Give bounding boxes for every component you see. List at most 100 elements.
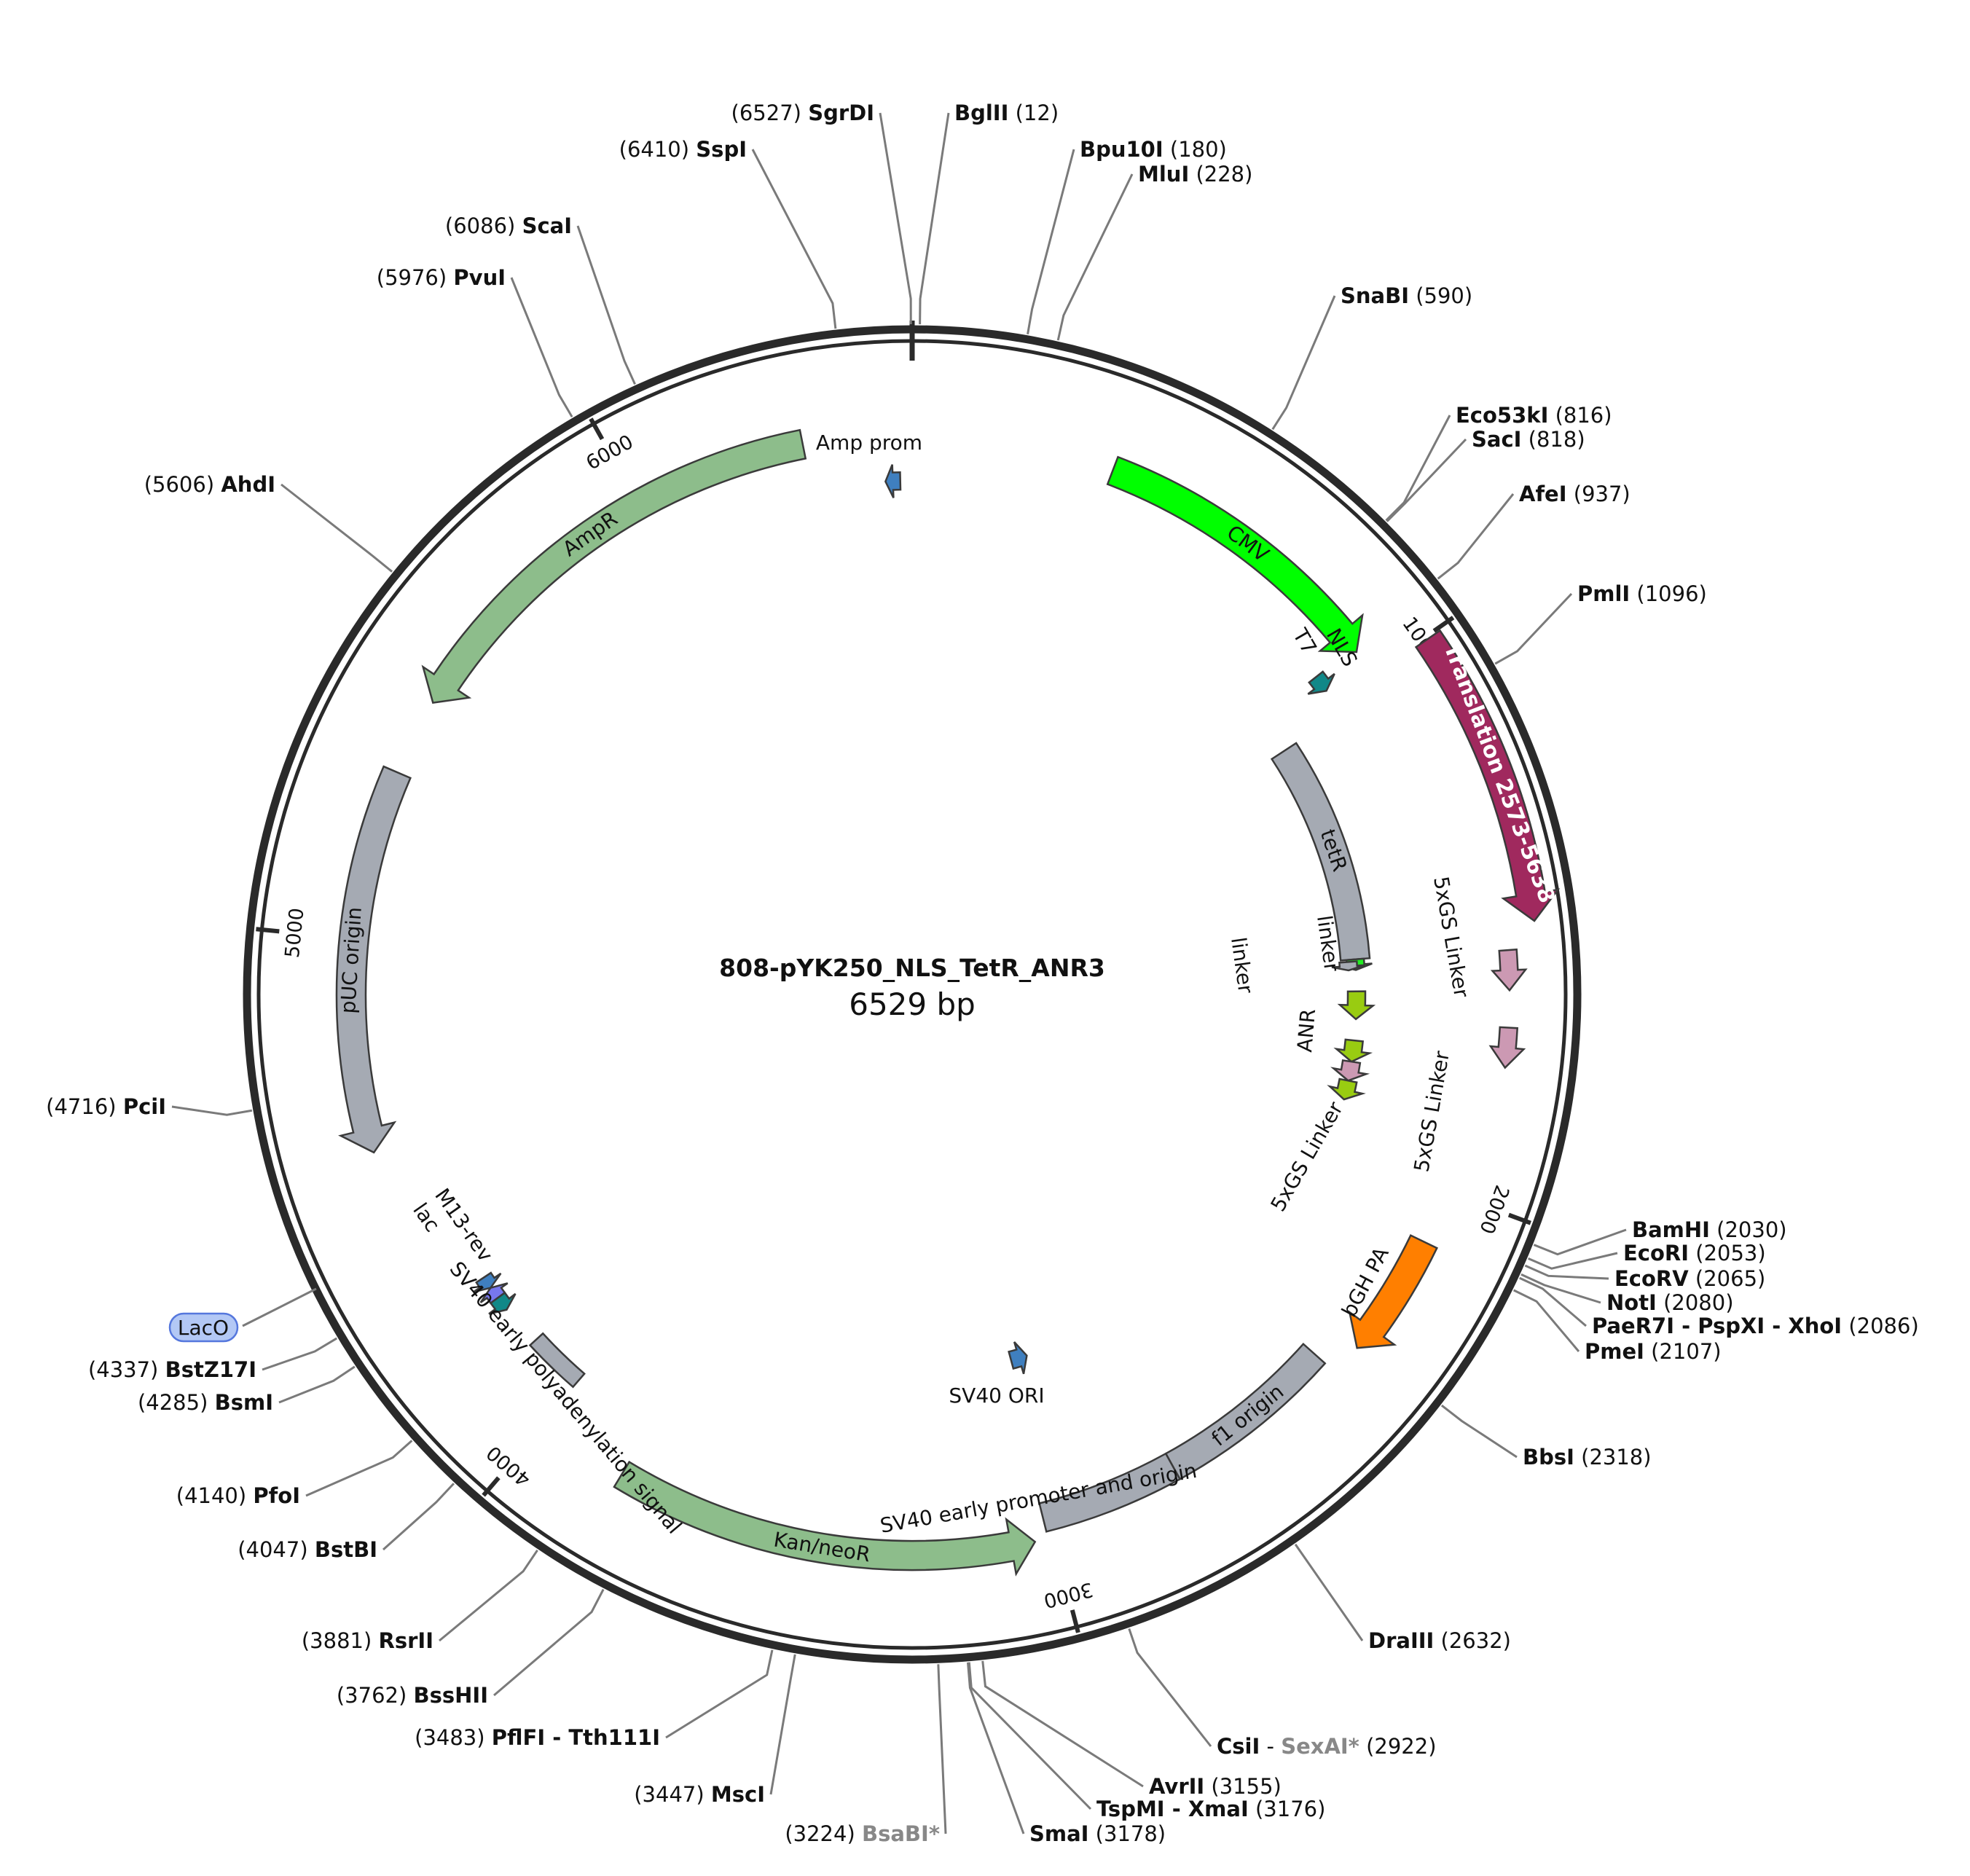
site-mlui-leader [1056, 173, 1134, 341]
site-pvui: (5976) PvuI [377, 265, 506, 290]
site-pmli: PmlI (1096) [1577, 581, 1707, 606]
site-bamhi: BamHI (2030) [1632, 1217, 1787, 1242]
site-smai-leader [967, 1662, 1025, 1834]
tick-label: 5000 [281, 907, 309, 959]
sv40-promoter-label: SV40 early promoter and origin [878, 1459, 1198, 1538]
feature-kan-neor [613, 1460, 1037, 1577]
site-ecori-leader [1528, 1252, 1618, 1270]
feature-cap [488, 1291, 517, 1315]
site-tspmi-xmai: TspMI - XmaI (3176) [1096, 1797, 1325, 1821]
site-rsrii-leader [439, 1549, 538, 1642]
site-avrii-leader [981, 1660, 1144, 1788]
site-ahdi: (5606) AhdI [144, 472, 275, 497]
site-pfoi: (4140) PfoI [176, 1483, 300, 1508]
feature-lac [479, 1282, 509, 1305]
amp-prom-label: Amp prom [816, 431, 922, 455]
tick-label: 6000 [582, 431, 637, 475]
site-bamhi-leader [1533, 1228, 1627, 1256]
feature-translation-2573-5638 [1414, 629, 1561, 922]
site-bsshii-leader [493, 1588, 605, 1697]
plasmid-title: 808-pYK250_NLS_TetR_ANR3 6529 bp [719, 954, 1105, 1022]
tick-mark [256, 927, 280, 934]
site-pcii-leader [171, 1105, 253, 1116]
site-bsabi: (3224) BsaBI* [785, 1821, 940, 1846]
laco-badge: LacO [168, 1287, 317, 1343]
feature-anr [1333, 1038, 1373, 1063]
gs-linker-label-2: 5xGS Linker [1409, 1049, 1454, 1174]
site-scai-leader [576, 225, 636, 385]
feature-5xgs-linker [1488, 1026, 1526, 1070]
site-ecorv: EcoRV (2065) [1614, 1266, 1765, 1291]
site-eco53ki-leader [1385, 415, 1451, 522]
plasmid-name: 808-pYK250_NLS_TetR_ANR3 [719, 954, 1105, 982]
site-afei: AfeI (937) [1519, 482, 1630, 506]
site-paer7i-pspxi-xhoi-leader [1519, 1276, 1587, 1327]
site-bglii: BglII (12) [954, 101, 1059, 125]
site-rsrii: (3881) RsrII [302, 1628, 433, 1653]
site-pvui-leader [510, 277, 573, 417]
site-csii-leader [1128, 1628, 1212, 1747]
site-tspmi-xmai-leader [968, 1662, 1092, 1810]
site-bglii-leader [919, 112, 950, 325]
laco-label: LacO [178, 1316, 229, 1340]
site-csii: CsiI - SexAI* (2922) [1217, 1734, 1437, 1759]
site-msci: (3447) MscI [634, 1782, 765, 1807]
site-saci: SacI (818) [1472, 427, 1585, 452]
site-noti-leader [1520, 1273, 1601, 1304]
site-sgrdi: (6527) SgrDI [731, 101, 874, 125]
site-afei-leader [1437, 493, 1515, 580]
tick-mark [1070, 1609, 1080, 1633]
feature-sv40-early-promoter-and-origin [1038, 1452, 1182, 1533]
feature-5xgs-linker [1490, 948, 1528, 992]
tick-mark [482, 1476, 501, 1497]
anr-label: ANR [1292, 1008, 1320, 1053]
t7-label: T7 [1287, 624, 1322, 659]
feature-bgh-pa [1348, 1234, 1438, 1349]
laco-pill [168, 1312, 239, 1343]
site-sspi: (6410) SspI [619, 137, 747, 162]
site-pfoi-leader [305, 1440, 413, 1497]
tick-label: 3000 [1041, 1577, 1095, 1612]
site-paer7i-pspxi-xhoi: PaeR7I - PspXI - XhoI (2086) [1592, 1314, 1919, 1338]
feature-linker [1331, 960, 1365, 972]
tick-label: 4000 [482, 1441, 535, 1491]
gs-linker-label-3: 5xGS Linker [1265, 1097, 1348, 1215]
gs-linker-label-1: 5xGS Linker [1429, 874, 1474, 999]
site-eco53ki: Eco53kI (816) [1456, 403, 1612, 428]
feature-puc-origin [335, 765, 412, 1154]
site-pflfi-tth111i-leader [665, 1649, 774, 1739]
feature-anr [1327, 1078, 1366, 1101]
site-bsshii: (3762) BssHII [337, 1683, 488, 1708]
site-snabi: SnaBI (590) [1341, 283, 1472, 308]
site-scai: (6086) ScaI [445, 213, 572, 238]
site-ecori: EcoRI (2053) [1623, 1241, 1766, 1265]
site-avrii: AvrII (3155) [1149, 1774, 1282, 1799]
site-bbsi: BbsI (2318) [1523, 1445, 1652, 1469]
site-bstz17i: (4337) BstZ17I [88, 1357, 256, 1382]
site-saci-leader [1386, 438, 1467, 522]
site-leader-lines [171, 112, 1627, 1834]
site-sgrdi-leader [879, 112, 912, 325]
feature-amp-prom [884, 464, 902, 498]
site-pmli-leader [1494, 592, 1573, 665]
site-mlui: MluI (228) [1138, 162, 1252, 187]
site-pflfi-tth111i: (3483) PflFI - Tth111I [415, 1725, 660, 1750]
linker-outer-label: linker [1226, 935, 1257, 995]
laco-leader [242, 1287, 317, 1327]
site-snabi-leader [1271, 295, 1336, 431]
tick-mark [589, 417, 605, 441]
site-bstbi: (4047) BstBI [238, 1537, 377, 1562]
feature-anr [1337, 990, 1376, 1021]
feature-m13-rev [472, 1271, 502, 1293]
site-bsmi-leader [278, 1365, 356, 1404]
tick-label: 2000 [1475, 1182, 1513, 1236]
site-msci-leader [769, 1654, 796, 1795]
site-sspi-leader [751, 149, 837, 329]
site-smai: SmaI (3178) [1029, 1821, 1166, 1846]
site-bsabi-leader [937, 1664, 947, 1834]
site-bbsi-leader [1440, 1404, 1518, 1459]
site-pmei: PmeI (2107) [1585, 1339, 1722, 1364]
site-draiii-leader [1294, 1543, 1364, 1641]
